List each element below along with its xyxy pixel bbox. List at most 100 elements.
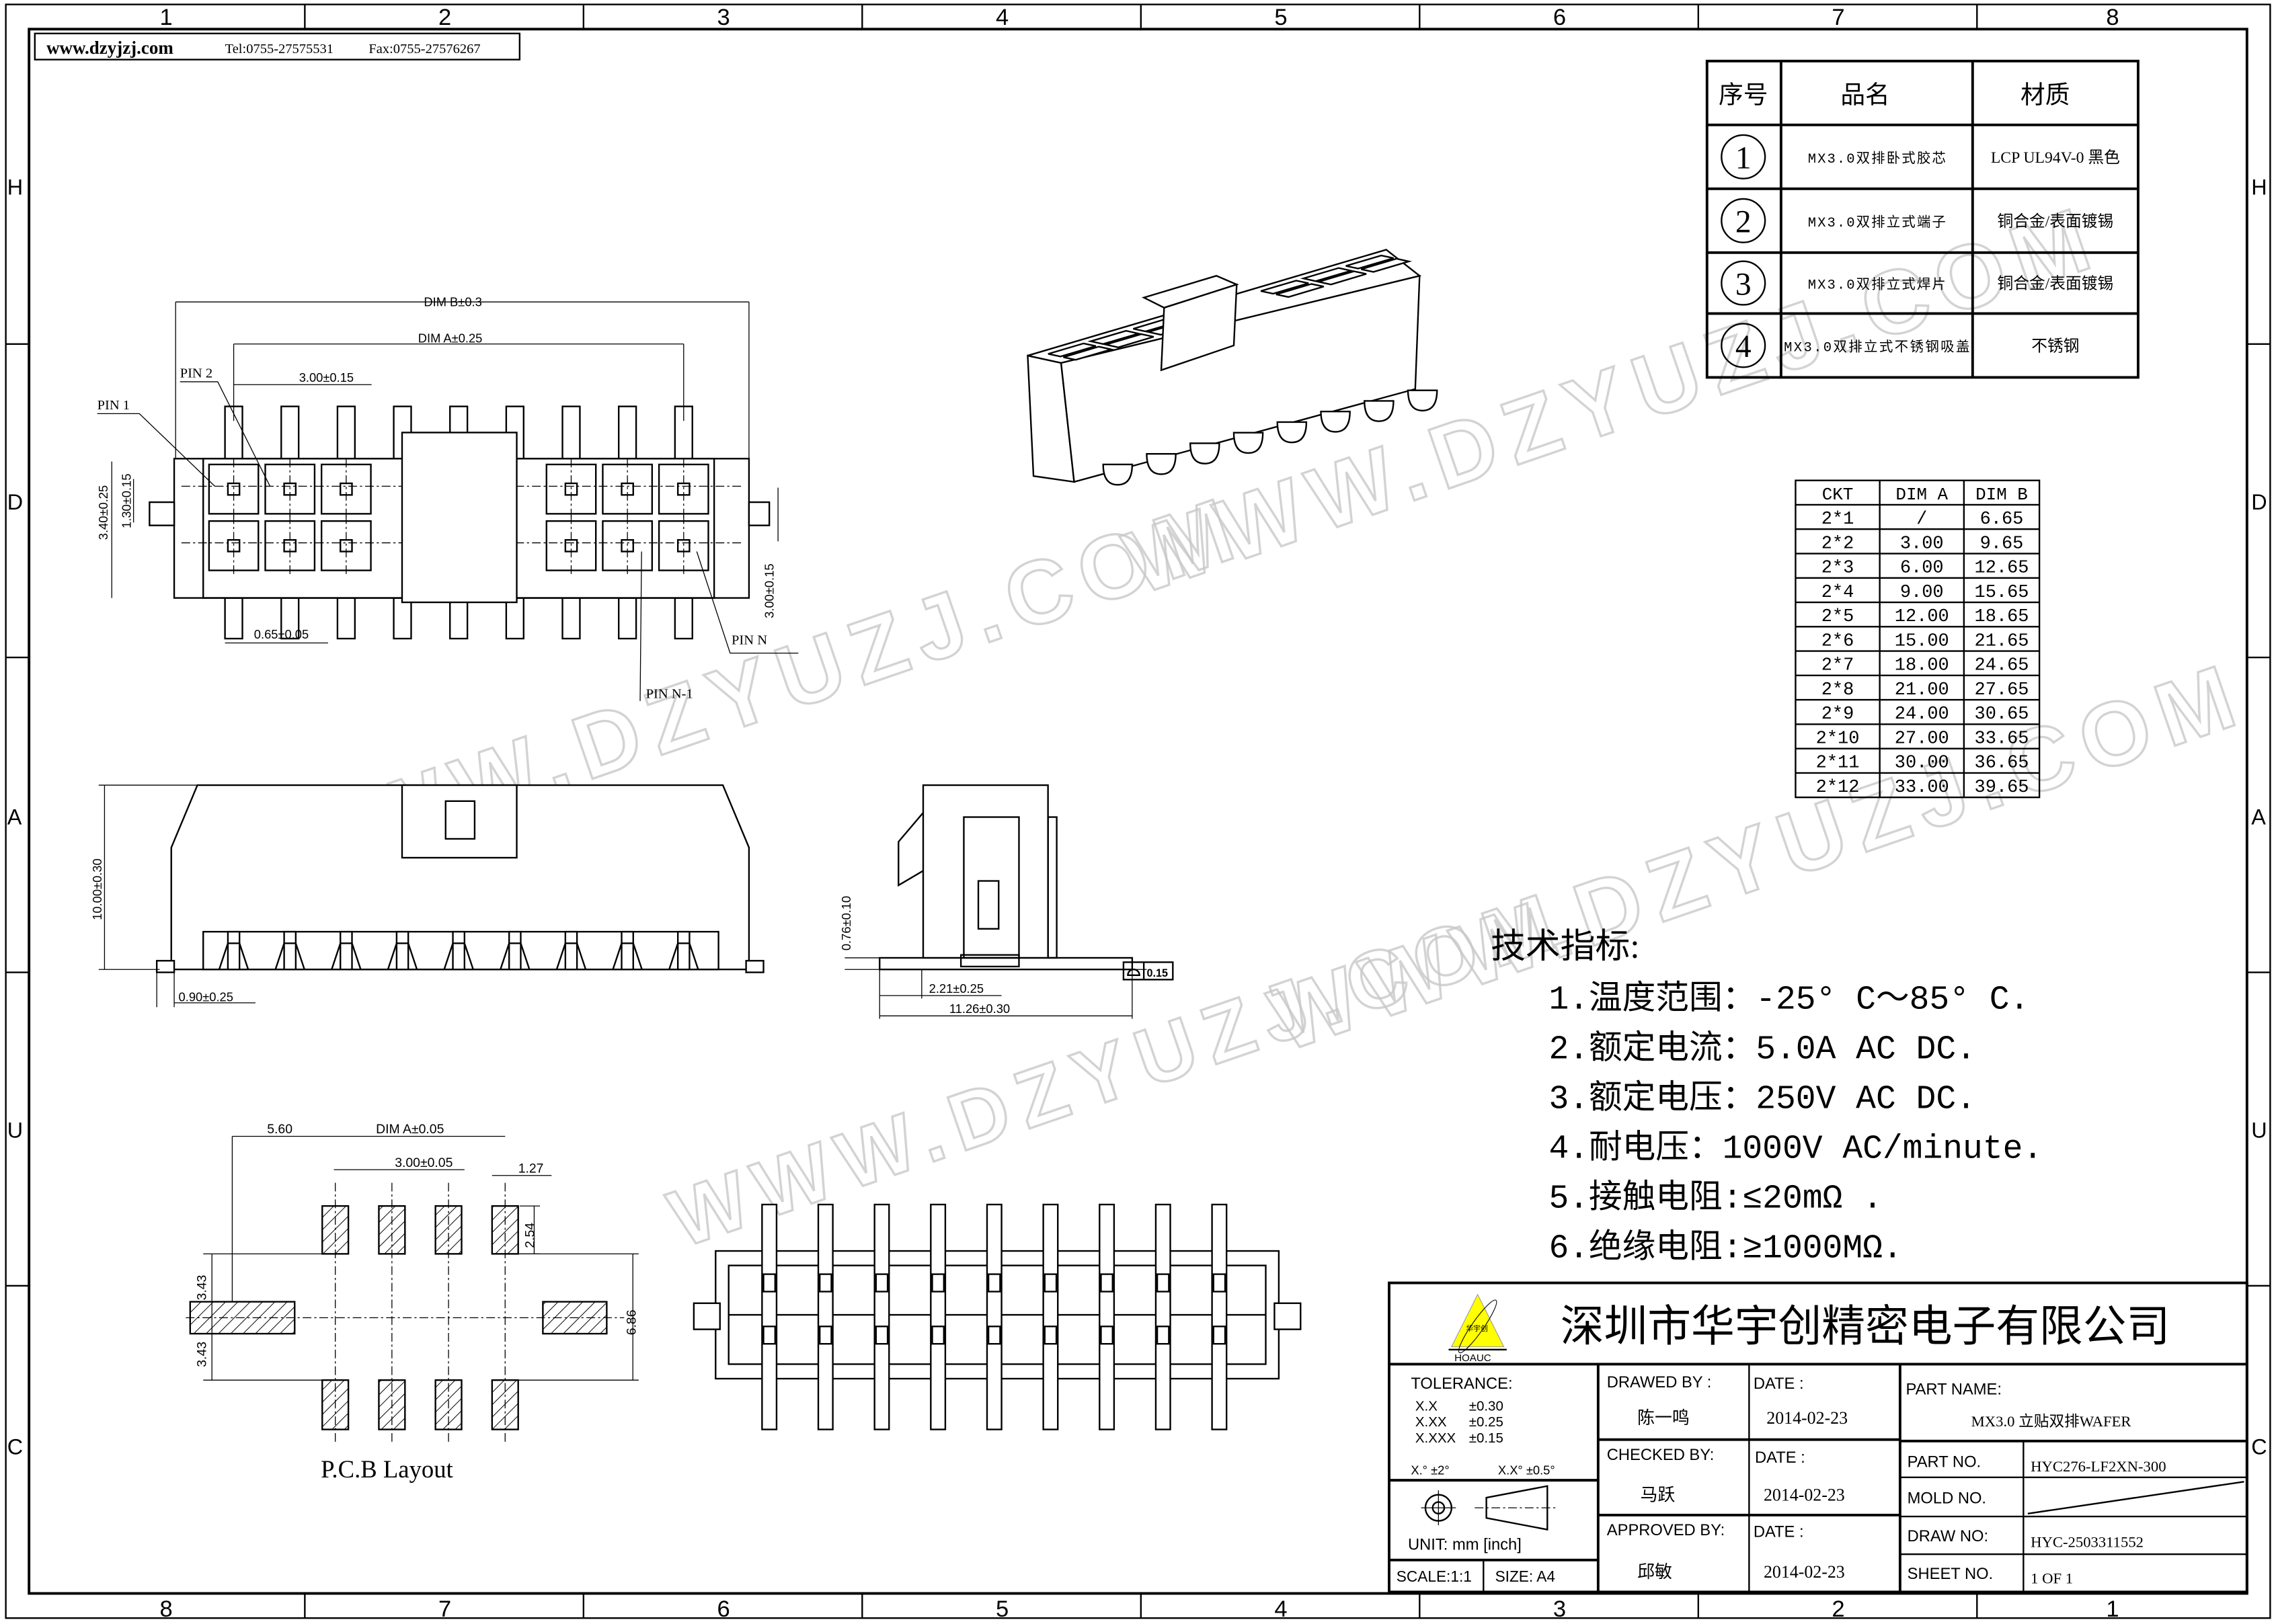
tolerance-format: X.XX [1415, 1414, 1447, 1430]
ckt-cell: 18.65 [1975, 607, 2029, 627]
terminal-pin [224, 597, 243, 640]
watermark: WWW.DZYUZJ.COM [658, 873, 1576, 1264]
ckt-cell: 6.00 [1900, 559, 1944, 579]
contact-window [762, 1326, 776, 1345]
approved-by-value: 邱敏 [1637, 1562, 1672, 1582]
specs-title: 技术指标: [1491, 928, 1640, 966]
company-logo: 华宇创 HOAUC [1448, 1293, 1507, 1364]
angle-tolerance-1: X.° ±2° [1411, 1463, 1449, 1477]
terminal-pin [930, 1203, 947, 1430]
ckt-cell: 33.00 [1895, 778, 1949, 798]
terminal-pin [1211, 1203, 1228, 1430]
bom-item-material: 铜合金/表面镀锡 [1997, 212, 2113, 231]
ckt-cell: 33.65 [1975, 729, 2029, 749]
size-label: SIZE: A4 [1495, 1568, 1555, 1585]
part-name-label: PART NAME: [1906, 1381, 2002, 1399]
fax-text: Fax:0755-27576267 [368, 42, 480, 56]
draw-no-label: DRAW NO: [1908, 1528, 1988, 1545]
bom-header: 品名 [1840, 81, 1889, 108]
iso-cavity [1315, 270, 1367, 286]
height-outer-label: 3.40±0.25 [96, 485, 110, 540]
terminal-pin [761, 1203, 778, 1430]
terminal-pin [618, 405, 637, 460]
terminal-foot [443, 942, 474, 970]
terminal-foot [555, 942, 587, 970]
pcb-layout-drawing: 5.60 DIM A±0.05 3.00±0.05 1.27 2.54 3.43… [186, 1122, 639, 1483]
bom-header: 序号 [1719, 81, 1768, 108]
zone-row-label: A [7, 805, 22, 829]
ckt-cell: 24.65 [1975, 656, 2029, 676]
ckt-cell: 2*4 [1821, 583, 1854, 603]
logo-text: 华宇创 [1466, 1324, 1487, 1333]
ckt-cell: 2*3 [1821, 559, 1854, 579]
iso-terminal [1102, 463, 1134, 486]
bom-item-material: 铜合金/表面镀锡 [1997, 275, 2113, 293]
sheet-no-value: 1 OF 1 [2031, 1570, 2073, 1586]
ckt-cell: 2*1 [1821, 510, 1854, 530]
zone-column-label: 4 [996, 5, 1009, 30]
flatness-label: 0.15 [1146, 967, 1168, 979]
zone-column-label: 5 [1274, 5, 1287, 30]
third-angle-projection-icon [1421, 1485, 1557, 1531]
iso-terminal [1320, 410, 1351, 433]
zone-row-label: C [7, 1434, 23, 1459]
solder-pad [189, 1301, 296, 1335]
zone-column-label: 3 [1553, 1596, 1566, 1622]
half-top-label: 3.43 [195, 1275, 210, 1301]
contact-window [1156, 1273, 1170, 1293]
bom-item-material: 不锈钢 [2031, 337, 2079, 356]
width-label: 11.26±0.30 [949, 1002, 1010, 1016]
iso-cavity [1360, 257, 1413, 273]
company-name: 深圳市华宇创精密电子有限公司 [1561, 1301, 2170, 1350]
terminal-foot [668, 942, 699, 970]
row-span-label: 6.86 [625, 1309, 639, 1335]
checked-by-value: 马跃 [1640, 1485, 1675, 1504]
zone-column-label: 3 [717, 5, 730, 30]
zone-row-label: U [2251, 1119, 2267, 1143]
date-drawed: 2014-02-23 [1766, 1408, 1848, 1428]
bom-border [1705, 59, 2140, 379]
ckt-cell: / [1916, 510, 1927, 530]
date-checked: 2014-02-23 [1764, 1485, 1845, 1504]
height-label: 10.00±0.30 [90, 858, 104, 920]
website-text: www.dzyjzj.com [46, 38, 173, 58]
date-label: DATE : [1755, 1449, 1805, 1467]
ckt-cell: 21.00 [1895, 680, 1949, 700]
mold-no-label: MOLD NO. [1908, 1490, 1986, 1508]
zone-row-label: D [7, 490, 23, 514]
iso-terminal [1407, 389, 1438, 412]
terminal-pin [508, 930, 522, 971]
terminal-pin [564, 930, 578, 971]
contact-window [1044, 1273, 1058, 1293]
angle-tolerance-2: X.X° ±0.5° [1498, 1463, 1555, 1477]
ckt-header: CKT [1822, 485, 1854, 505]
front-view-drawing: 10.00±0.30 0.90±0.25 [90, 784, 764, 1008]
contact-window [1100, 1273, 1113, 1293]
contact-window [1100, 1326, 1113, 1345]
terminal-pin [393, 597, 412, 640]
terminal-pin [676, 930, 691, 971]
bom-item-number: 4 [1735, 329, 1752, 364]
pin1-label: PIN 1 [97, 398, 130, 413]
terminal-pin [283, 930, 297, 971]
terminal-pin [618, 597, 637, 640]
tolerance-value: ±0.25 [1469, 1414, 1503, 1430]
zone-column-label: 8 [2106, 5, 2119, 30]
spec-item: 4.耐电压：1000V AC/minute. [1548, 1129, 2043, 1168]
terminal-pin [395, 930, 409, 971]
top-view-drawing: DIM B±0.3 DIM A±0.25 3.00±0.15 PIN 1 PIN… [96, 295, 799, 702]
dim-b-label: DIM B±0.3 [424, 295, 481, 309]
ckt-cell: 2*2 [1821, 534, 1854, 554]
pcb-layout-title: P.C.B Layout [321, 1455, 453, 1483]
contact-window [1156, 1326, 1170, 1345]
terminal-foot [387, 942, 418, 970]
ckt-cell: 15.00 [1895, 631, 1949, 651]
terminal-pin [873, 1203, 890, 1430]
zone-row-label: H [7, 175, 23, 199]
ckt-cell: 6.65 [1980, 510, 2024, 530]
zone-column-label: 7 [438, 1596, 451, 1622]
spec-item: 6.绝缘电阻:≥1000MΩ. [1548, 1229, 1902, 1268]
spec-item: 5.接触电阻:≤20mΩ . [1548, 1179, 1882, 1218]
terminal-pin [817, 1203, 834, 1430]
